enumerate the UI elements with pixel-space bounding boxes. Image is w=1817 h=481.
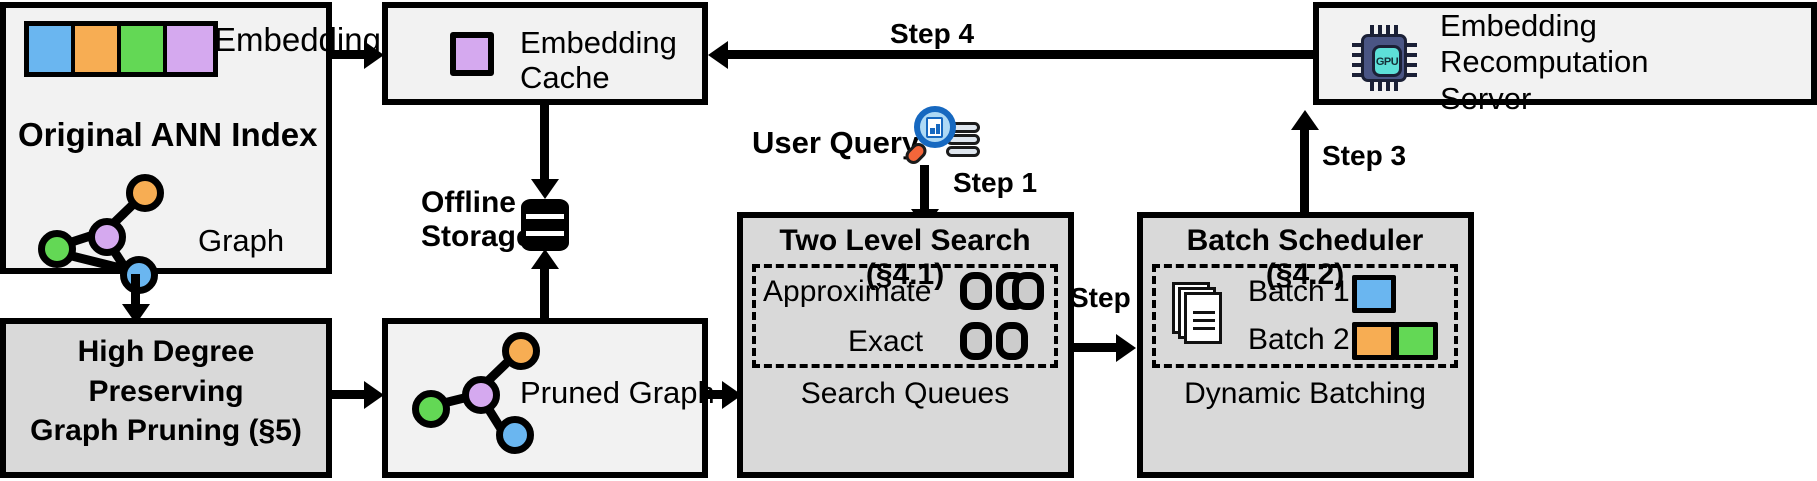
embedding-cell-green [121, 26, 167, 72]
arrow-head-down [531, 179, 559, 199]
arrow-pruned-to-storage [540, 267, 549, 327]
arrow-cache-to-storage [540, 105, 549, 183]
embedding-cell-orange [75, 26, 121, 72]
arrow-pruned-to-search [708, 390, 730, 399]
graph-pruning-box [0, 318, 332, 478]
doc-line [1193, 319, 1215, 322]
arrow-head-up [531, 249, 559, 269]
graph-pruning-title: High Degree Preserving Graph Pruning (§5… [30, 335, 302, 448]
original-index-graph [36, 168, 196, 294]
exact-slot[interactable] [960, 322, 992, 360]
dynamic-batching-footer: Dynamic Batching [1184, 377, 1426, 410]
graph-node-blue [496, 416, 534, 454]
gpu-pin [1352, 43, 1363, 47]
original-ann-index-title: Original ANN Index [18, 116, 318, 153]
graph-node-purple [462, 376, 500, 414]
embedding-cache-title: Embedding Cache [520, 25, 677, 95]
documents-stack-icon [1172, 282, 1228, 346]
two-level-search-title: Two Level Search (§4.1) [779, 224, 1031, 291]
doc-line [1193, 311, 1215, 314]
gpu-body: GPU [1361, 34, 1407, 82]
batch-1-label: Batch 1 [1248, 275, 1350, 308]
gpu-pin [1386, 80, 1390, 91]
batch-scheduler-title: Batch Scheduler (§4.2) [1186, 224, 1424, 291]
step3-label: Step 3 [1322, 140, 1407, 171]
document-glyph [926, 117, 943, 138]
arrow-step1 [920, 165, 929, 213]
step1-label: Step 1 [953, 167, 1038, 198]
graph-node-green [38, 230, 76, 268]
arrow-head-up [1291, 110, 1319, 130]
graph-node-orange [126, 174, 164, 212]
exact-row-label: Exact [848, 325, 924, 358]
arrow-head-left [708, 41, 728, 69]
arrow-index-to-pruning [131, 274, 140, 308]
gpu-pin [1406, 43, 1417, 47]
gpu-pin [1370, 25, 1374, 36]
arrow-head-right [364, 381, 384, 409]
gpu-pin [1378, 25, 1382, 36]
embedding-cache-box [382, 2, 708, 105]
step4-label: Step 4 [890, 18, 975, 49]
gpu-pin [1406, 73, 1417, 77]
arrow-pruning-to-pruned [332, 390, 366, 399]
dynamic-batching-panel [1152, 264, 1458, 368]
approximate-slot[interactable] [960, 272, 992, 310]
pruned-graph-label: Pruned Graph [520, 375, 715, 410]
gpu-chip-icon: GPU [1350, 23, 1418, 93]
gpu-pin [1352, 63, 1363, 67]
batch-2-chip-orange [1352, 322, 1396, 360]
magnifier-database-icon [902, 106, 984, 168]
recomputation-server-title: Embedding Recomputation Server [1440, 8, 1649, 116]
approximate-row-label: Approximate [763, 275, 932, 308]
arrow-step3 [1300, 128, 1309, 213]
arrow-step4 [726, 50, 1317, 59]
graph-node-purple [88, 218, 126, 256]
gpu-pin [1378, 80, 1382, 91]
gpu-pin [1370, 80, 1374, 91]
gpu-pin [1386, 25, 1390, 36]
arrow-head-right [364, 41, 384, 69]
graph-label: Graph [198, 223, 285, 258]
database-cylinder-icon [521, 199, 569, 251]
gpu-pin [1394, 80, 1398, 91]
arrow-head-right [1116, 334, 1136, 362]
search-queues-panel [752, 264, 1058, 368]
approximate-slot[interactable] [1012, 272, 1044, 310]
embedding-cache-chip [450, 32, 494, 76]
exact-slot[interactable] [996, 322, 1028, 360]
user-query-label: User Query [752, 125, 920, 160]
search-queues-footer: Search Queues [800, 377, 1010, 410]
embedding-strip [24, 21, 218, 77]
pruned-graph [410, 330, 560, 454]
gpu-pin [1352, 53, 1363, 57]
batch-1-chip-blue [1352, 275, 1396, 313]
gpu-pin [1352, 73, 1363, 77]
cylinder-groove [526, 231, 564, 236]
offline-storage-label: Offline Storage [421, 186, 533, 253]
gpu-pin [1406, 53, 1417, 57]
arrow-index-to-cache [332, 50, 366, 59]
arrow-step2 [1074, 343, 1122, 352]
doc-line [1193, 327, 1215, 330]
graph-node-green [412, 390, 450, 428]
gpu-core-label: GPU [1372, 45, 1402, 77]
graph-node-orange [502, 332, 540, 370]
db-layer [946, 146, 980, 157]
embedding-cell-purple [167, 26, 213, 72]
cylinder-groove [526, 214, 564, 219]
cylinder-shape [521, 199, 569, 251]
batch-2-chip-green [1394, 322, 1438, 360]
doc-front [1184, 292, 1222, 344]
gpu-pin [1394, 25, 1398, 36]
batch-2-label: Batch 2 [1248, 323, 1350, 356]
gpu-pin [1406, 63, 1417, 67]
embedding-cell-blue [29, 26, 75, 72]
